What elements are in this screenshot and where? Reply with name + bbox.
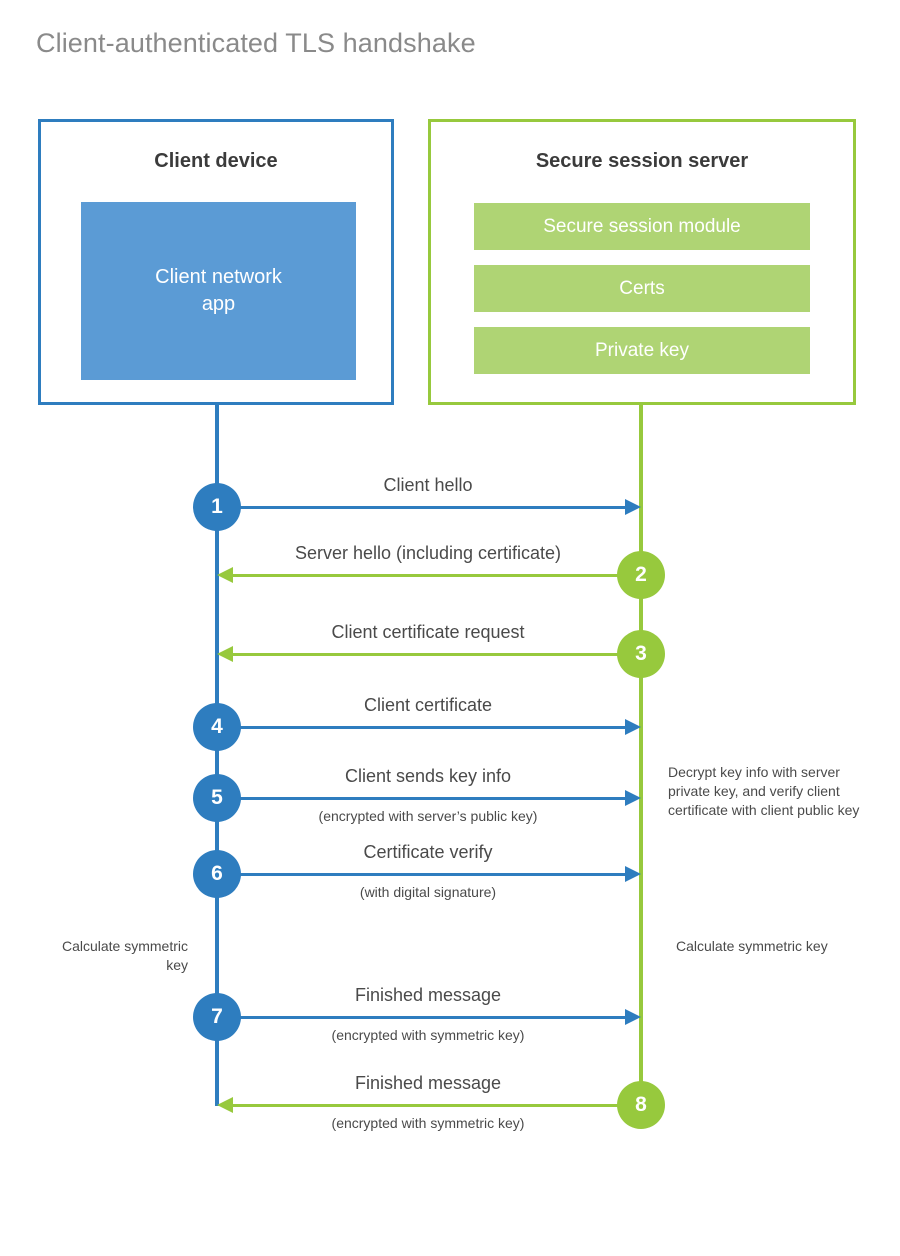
step-5-arrow-head-icon xyxy=(625,790,641,806)
step-2-label: Server hello (including certificate) xyxy=(294,543,562,563)
step-badge-5[interactable]: 5 xyxy=(193,774,241,822)
client-calculate-symmetric-key-annotation: Calculate symmetric key xyxy=(61,938,188,973)
step-6-arrow-line xyxy=(217,873,633,876)
step-8-arrow-line xyxy=(223,1104,639,1107)
step-3-arrow-line xyxy=(223,653,639,656)
page-title: Client-authenticated TLS handshake xyxy=(36,28,476,58)
step-badge-7[interactable]: 7 xyxy=(193,993,241,1041)
step-badge-3[interactable]: 3 xyxy=(617,630,665,678)
server-calculate-symmetric-key-annotation: Calculate symmetric key xyxy=(676,938,828,954)
step-1-arrow-head-icon xyxy=(625,499,641,515)
step-badge-6[interactable]: 6 xyxy=(193,850,241,898)
client-device-title: Client device xyxy=(154,150,278,172)
step-5-arrow-line xyxy=(217,797,633,800)
step-7-arrow-head-icon xyxy=(625,1009,641,1025)
step-3-arrow-head-icon xyxy=(217,646,233,662)
step-8-label: Finished message xyxy=(354,1073,502,1093)
step-5-sublabel: (encrypted with server’s public key) xyxy=(318,808,538,824)
server-lifeline xyxy=(639,404,643,1106)
client-network-app-label: Client network app xyxy=(155,266,282,315)
step-7-label: Finished message xyxy=(354,985,502,1005)
step-badge-2[interactable]: 2 xyxy=(617,551,665,599)
step-1-arrow-line xyxy=(217,506,633,509)
step-6-sublabel: (with digital signature) xyxy=(359,884,497,900)
step-4-label: Client certificate xyxy=(363,695,493,715)
step-6-label: Certificate verify xyxy=(363,842,493,862)
server-decrypt-annotation: Decrypt key info with server private key… xyxy=(668,764,860,818)
step-6-arrow-head-icon xyxy=(625,866,641,882)
step-2-arrow-line xyxy=(223,574,639,577)
server-component-private-key: Private key xyxy=(474,327,810,374)
step-7-sublabel: (encrypted with symmetric key) xyxy=(331,1027,525,1043)
step-4-arrow-line xyxy=(217,726,633,729)
client-device-box: Client device Client network app xyxy=(38,119,394,405)
step-badge-4[interactable]: 4 xyxy=(193,703,241,751)
secure-session-server-box: Secure session server Secure session mod… xyxy=(428,119,856,405)
step-8-arrow-head-icon xyxy=(217,1097,233,1113)
step-7-arrow-line xyxy=(217,1016,633,1019)
step-4-arrow-head-icon xyxy=(625,719,641,735)
client-lifeline xyxy=(215,404,219,1106)
client-network-app-block: Client network app xyxy=(81,202,356,380)
step-3-label: Client certificate request xyxy=(331,622,525,642)
step-1-label: Client hello xyxy=(383,475,473,495)
server-component-certs: Certs xyxy=(474,265,810,312)
step-badge-1[interactable]: 1 xyxy=(193,483,241,531)
step-8-sublabel: (encrypted with symmetric key) xyxy=(331,1115,525,1131)
step-2-arrow-head-icon xyxy=(217,567,233,583)
step-5-label: Client sends key info xyxy=(344,766,512,786)
server-component-secure-session-module: Secure session module xyxy=(474,203,810,250)
step-badge-8[interactable]: 8 xyxy=(617,1081,665,1129)
secure-session-server-title: Secure session server xyxy=(535,150,749,172)
